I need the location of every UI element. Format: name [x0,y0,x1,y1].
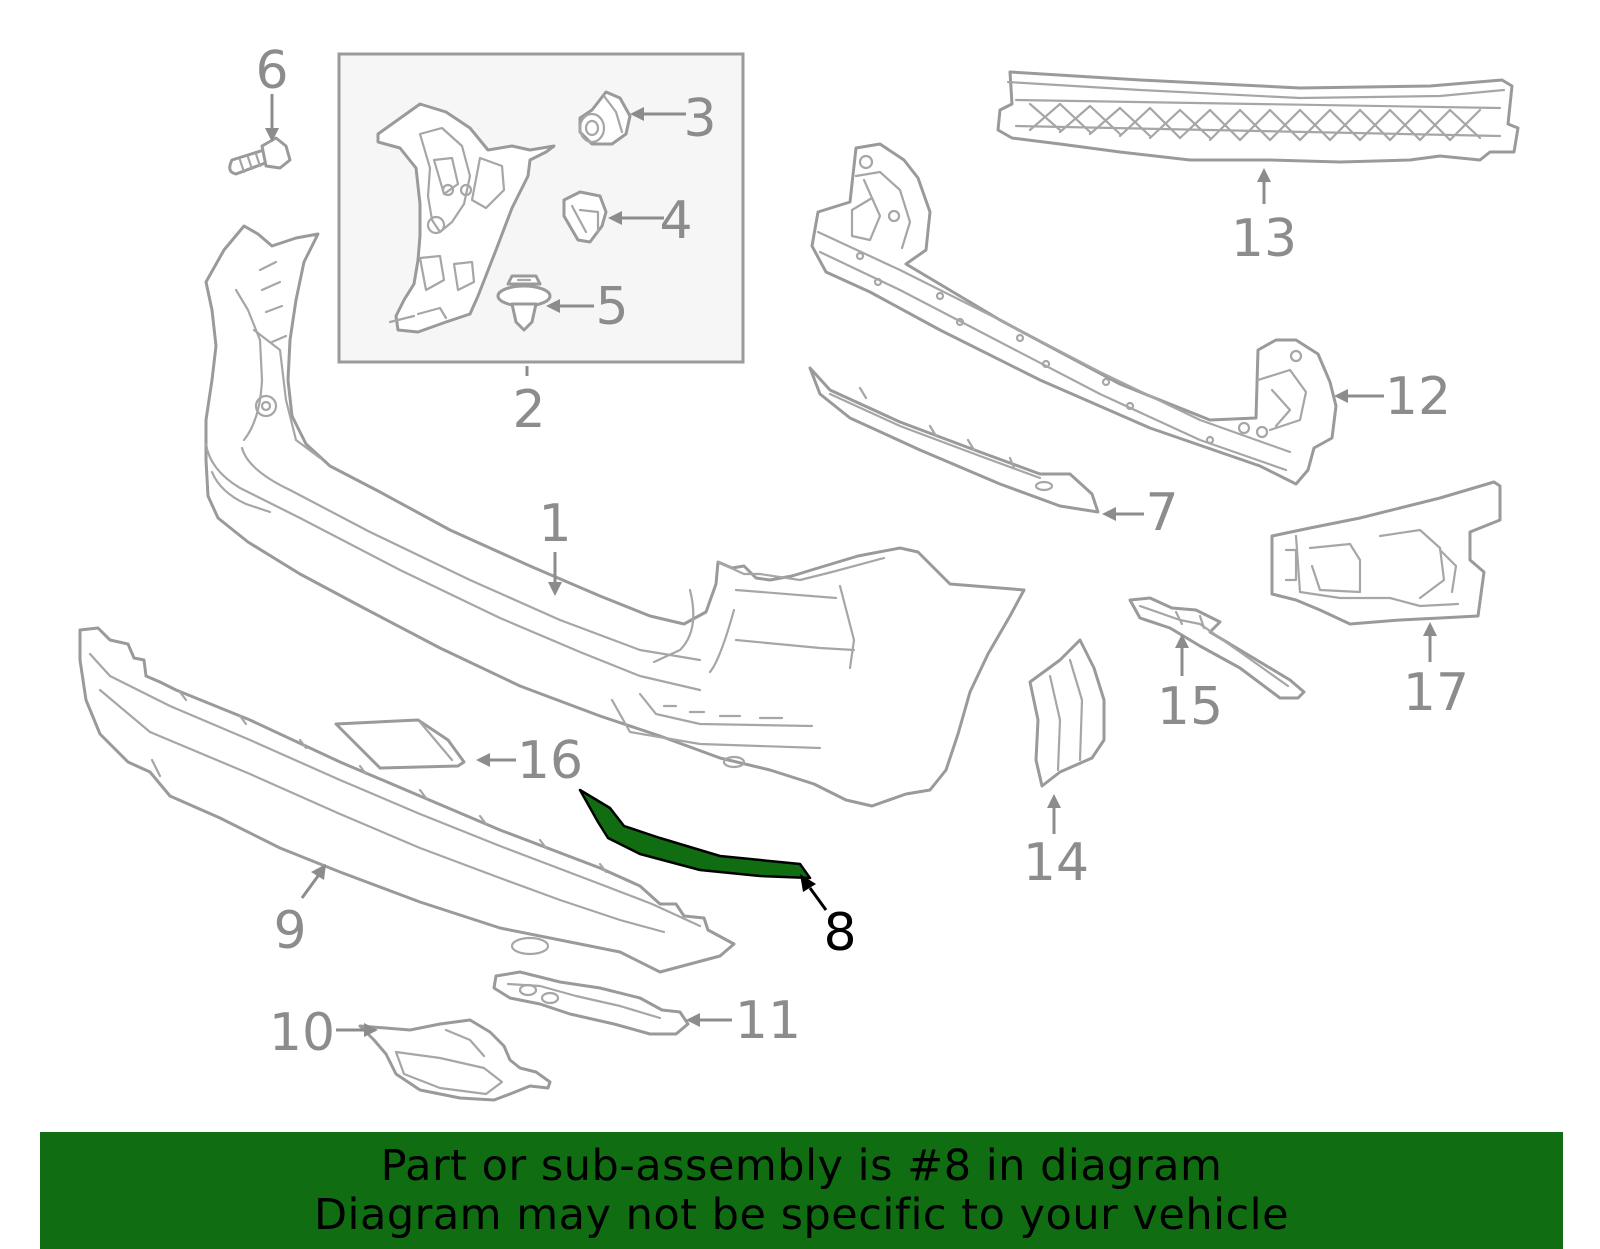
callout-3: 3 [683,89,716,149]
part-13-absorber[interactable] [996,70,1520,164]
part-12-reinforcement[interactable] [810,142,1338,486]
part-17-bracket[interactable] [1270,480,1502,626]
part-8-trim-strip[interactable] [578,788,812,880]
callout-13: 13 [1231,209,1297,269]
callout-8: 8 [823,903,856,963]
banner-line-1: Part or sub-assembly is #8 in diagram [380,1140,1223,1191]
callout-6: 6 [255,41,288,101]
part-11-trim[interactable] [492,970,690,1036]
part-5-retainer[interactable] [496,274,552,332]
banner-line-2: Diagram may not be specific to your vehi… [313,1189,1290,1240]
part-16-cap[interactable] [334,718,466,770]
callout-7: 7 [1145,483,1178,543]
part-10-exhaust-trim[interactable] [358,1018,552,1102]
part-7-bracket[interactable] [808,366,1100,514]
callout-10: 10 [269,1003,335,1063]
leader-lines [265,94,1437,1037]
part-3-clip[interactable] [578,90,632,146]
callout-11: 11 [735,991,801,1051]
info-banner: Part or sub-assembly is #8 in diagram Di… [40,1132,1563,1249]
callout-4: 4 [659,191,692,251]
callout-9: 9 [273,901,306,961]
part-9-valance[interactable] [78,626,736,974]
callout-15: 15 [1157,677,1223,737]
callout-5: 5 [595,277,628,337]
callout-labels: 1 2 3 4 5 6 7 8 9 10 11 12 13 14 15 16 1… [255,41,1469,1063]
part-1-bumper-cover[interactable] [204,224,1026,808]
part-15-bracket[interactable] [1128,596,1306,700]
callout-12: 12 [1385,367,1451,427]
part-14-cover[interactable] [1028,638,1106,788]
callout-16: 16 [517,731,583,791]
callout-17: 17 [1403,663,1469,723]
callout-14: 14 [1023,833,1089,893]
part-6-bolt[interactable] [228,136,292,176]
callout-1: 1 [538,494,571,554]
callout-2: 2 [512,380,545,440]
part-4-clip[interactable] [562,190,608,244]
part-2-bracket[interactable] [376,102,556,334]
